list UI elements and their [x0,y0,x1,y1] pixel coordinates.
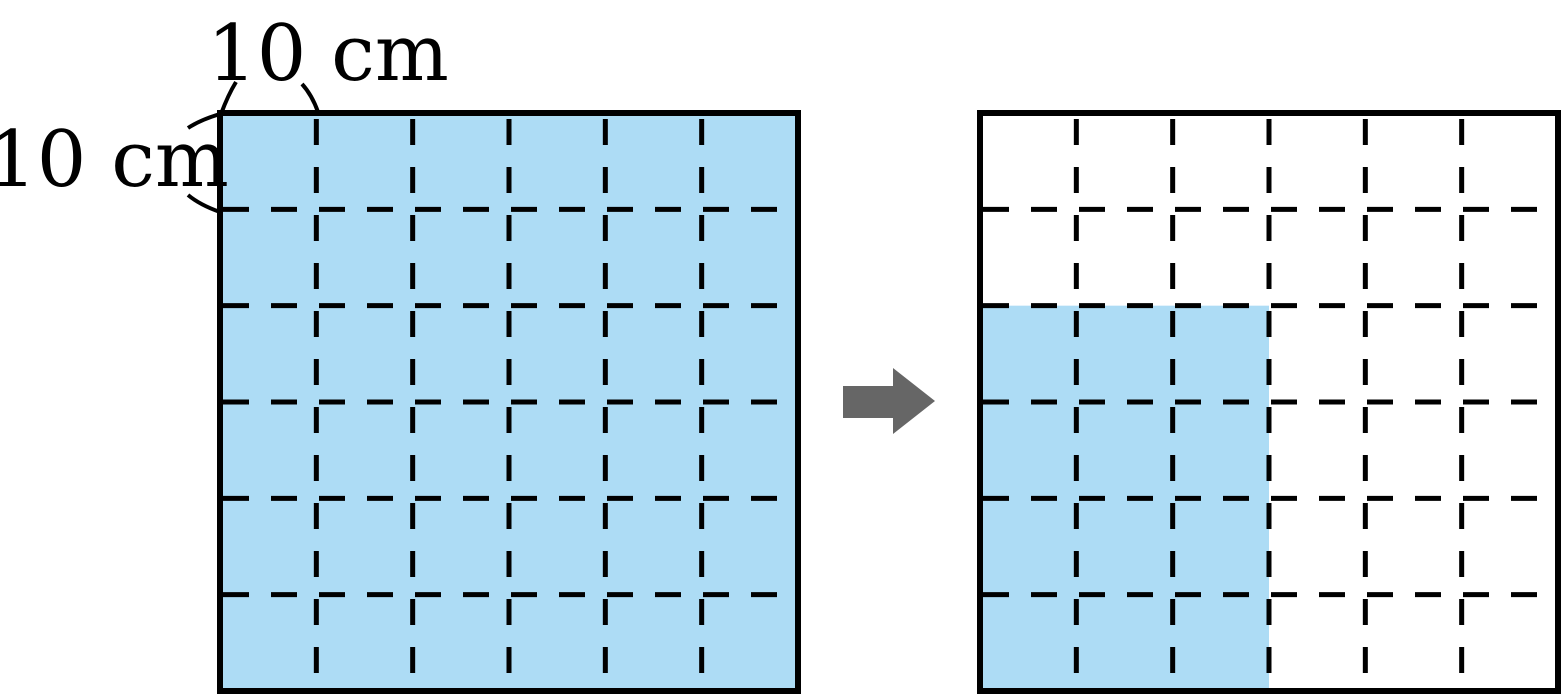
left-dimension-brace [186,112,221,130]
right-square-outline [977,110,1561,694]
left-dimension-label: 10 cm [0,115,229,205]
left-shaded-region [220,113,798,691]
top-dimension-label: 10 cm [207,9,449,99]
dimension-annotations: 10 cm 10 cm [0,9,449,214]
left-dimension-brace-bottom [186,193,221,214]
right-arrow-icon [843,368,935,434]
left-square-outline [217,110,801,694]
right-grid-square [977,110,1561,694]
right-shaded-region [980,305,1269,691]
left-grid-square [217,110,801,694]
top-dimension-brace [219,80,238,115]
top-dimension-brace-right [300,82,320,113]
